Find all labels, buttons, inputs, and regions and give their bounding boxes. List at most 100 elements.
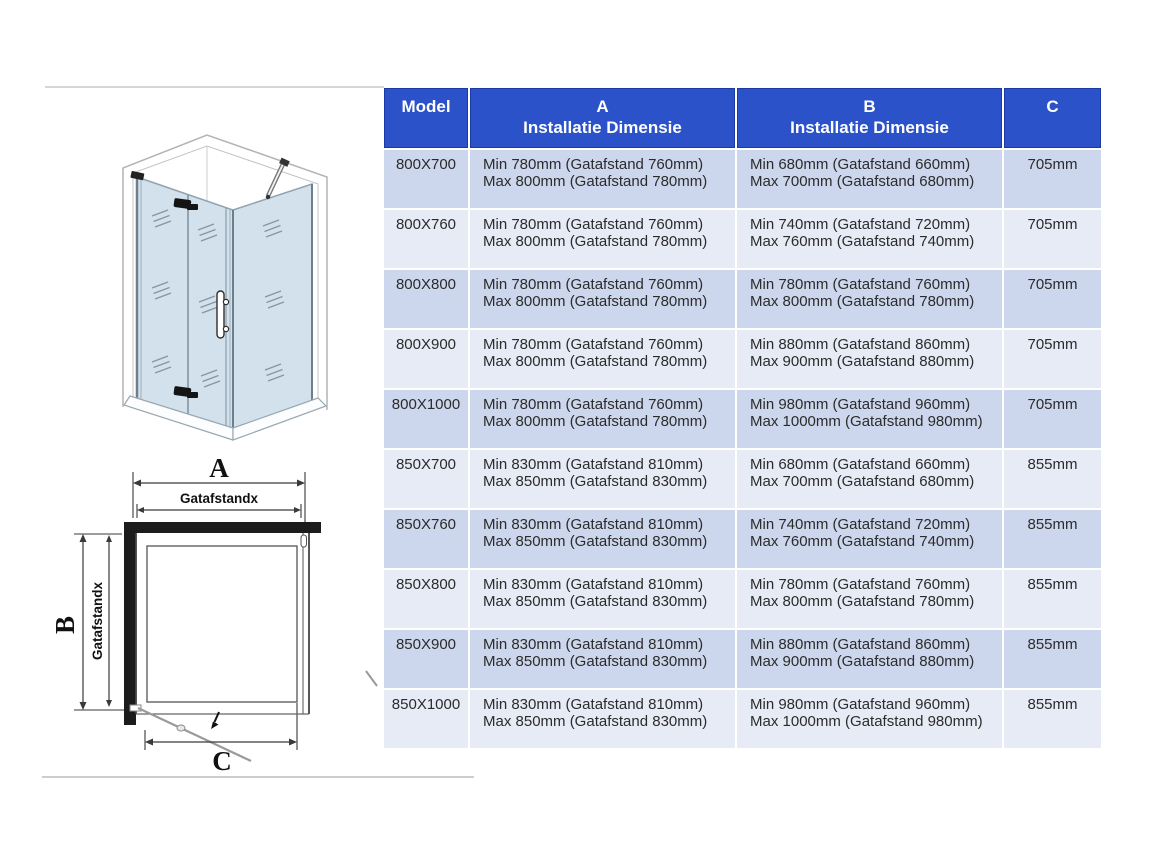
table-row: 800X900 Min 780mm (Gatafstand 760mm) Max… (384, 330, 1101, 390)
door-seal-icon (300, 534, 307, 548)
table-row: 850X900 Min 830mm (Gatafstand 810mm) Max… (384, 630, 1101, 690)
column-header-a: A Installatie Dimensie (470, 88, 737, 150)
a-header-label: A (596, 97, 609, 116)
b-min-text: Min 780mm (Gatafstand 760mm) (750, 276, 971, 293)
model-header-label: Model (401, 97, 451, 116)
door-knob-icon (176, 724, 186, 732)
stray-mark (365, 670, 378, 687)
b-min-text: Min 740mm (Gatafstand 720mm) (750, 516, 971, 533)
b-min-text: Min 680mm (Gatafstand 660mm) (750, 456, 971, 473)
c-header-label: C (1046, 97, 1059, 116)
top-hinge-icon (173, 198, 192, 209)
dimension-c-label: C (212, 746, 232, 776)
door-handle (216, 290, 230, 339)
b-min-text: Min 780mm (Gatafstand 760mm) (750, 576, 971, 593)
b-dimension-cell: Min 780mm (Gatafstand 760mm) Max 800mm (… (737, 570, 1004, 630)
a-min-text: Min 780mm (Gatafstand 760mm) (483, 216, 704, 233)
b-dimension-cell: Min 740mm (Gatafstand 720mm) Max 760mm (… (737, 210, 1004, 270)
shower-tray (123, 395, 328, 441)
c-dimension-cell: 705mm (1004, 270, 1101, 330)
column-header-b: B Installatie Dimensie (737, 88, 1004, 150)
a-header-subtitle: Installatie Dimensie (523, 118, 682, 137)
walls-2d (124, 522, 321, 725)
model-cell: 850X1000 (384, 690, 470, 750)
b-max-text: Max 1000mm (Gatafstand 980mm) (750, 713, 983, 730)
b-max-text: Max 800mm (Gatafstand 780mm) (750, 593, 975, 610)
model-cell: 850X800 (384, 570, 470, 630)
open-door-line (137, 707, 252, 762)
hole-distance-vertical: Gatafstandx (90, 535, 112, 707)
model-cell: 800X900 (384, 330, 470, 390)
a-dimension-cell: Min 830mm (Gatafstand 810mm) Max 850mm (… (470, 570, 737, 630)
b-max-text: Max 760mm (Gatafstand 740mm) (750, 233, 975, 250)
a-max-text: Max 800mm (Gatafstand 780mm) (483, 173, 708, 190)
side-glass-panel (232, 182, 313, 433)
door-swing (129, 704, 252, 762)
a-max-text: Max 800mm (Gatafstand 780mm) (483, 413, 708, 430)
c-dimension-cell: 855mm (1004, 510, 1101, 570)
support-bar (265, 157, 290, 200)
column-header-model: Model (384, 88, 470, 150)
b-dimension-cell: Min 740mm (Gatafstand 720mm) Max 760mm (… (737, 510, 1004, 570)
hole-distance-horizontal-label: Gatafstandx (180, 491, 259, 506)
b-min-text: Min 740mm (Gatafstand 720mm) (750, 216, 971, 233)
a-min-text: Min 780mm (Gatafstand 760mm) (483, 336, 704, 353)
a-dimension-cell: Min 780mm (Gatafstand 760mm) Max 800mm (… (470, 330, 737, 390)
swing-direction-arrow-icon (213, 711, 220, 723)
b-dimension-cell: Min 780mm (Gatafstand 760mm) Max 800mm (… (737, 270, 1004, 330)
table-row: 800X760 Min 780mm (Gatafstand 760mm) Max… (384, 210, 1101, 270)
b-dimension-cell: Min 680mm (Gatafstand 660mm) Max 700mm (… (737, 450, 1004, 510)
b-max-text: Max 700mm (Gatafstand 680mm) (750, 473, 975, 490)
installation-dimensions-table: Model A Installatie Dimensie B Installat… (384, 88, 1101, 750)
a-dimension-cell: Min 830mm (Gatafstand 810mm) Max 850mm (… (470, 450, 737, 510)
b-header-label: B (863, 97, 876, 116)
b-dimension-cell: Min 880mm (Gatafstand 860mm) Max 900mm (… (737, 330, 1004, 390)
a-max-text: Max 800mm (Gatafstand 780mm) (483, 353, 708, 370)
c-dimension-cell: 705mm (1004, 330, 1101, 390)
door-hinges (130, 171, 198, 398)
a-dimension-cell: Min 780mm (Gatafstand 760mm) Max 800mm (… (470, 270, 737, 330)
pivot-block-icon (129, 704, 142, 712)
bottom-hinge-icon (173, 386, 192, 397)
a-min-text: Min 780mm (Gatafstand 760mm) (483, 276, 704, 293)
b-max-text: Max 900mm (Gatafstand 880mm) (750, 653, 975, 670)
b-min-text: Min 980mm (Gatafstand 960mm) (750, 696, 971, 713)
a-max-text: Max 850mm (Gatafstand 830mm) (483, 593, 708, 610)
b-max-text: Max 800mm (Gatafstand 780mm) (750, 293, 975, 310)
b-max-text: Max 760mm (Gatafstand 740mm) (750, 533, 975, 550)
c-dimension-cell: 705mm (1004, 390, 1101, 450)
a-dimension-cell: Min 830mm (Gatafstand 810mm) Max 850mm (… (470, 690, 737, 750)
b-dimension-cell: Min 680mm (Gatafstand 660mm) Max 700mm (… (737, 150, 1004, 210)
column-header-c: C (1004, 88, 1101, 150)
glass-panels (136, 175, 313, 433)
model-cell: 850X900 (384, 630, 470, 690)
b-dimension-cell: Min 880mm (Gatafstand 860mm) Max 900mm (… (737, 630, 1004, 690)
table-row: 800X800 Min 780mm (Gatafstand 760mm) Max… (384, 270, 1101, 330)
a-max-text: Max 850mm (Gatafstand 830mm) (483, 653, 708, 670)
a-dimension-cell: Min 830mm (Gatafstand 810mm) Max 850mm (… (470, 630, 737, 690)
model-cell: 800X800 (384, 270, 470, 330)
dimension-a: A (133, 453, 305, 487)
dimension-a-label: A (209, 453, 229, 483)
image-top-border (45, 86, 384, 88)
wall-clamp-icon (130, 171, 145, 181)
a-min-text: Min 830mm (Gatafstand 810mm) (483, 636, 704, 653)
a-max-text: Max 850mm (Gatafstand 830mm) (483, 713, 708, 730)
model-cell: 800X1000 (384, 390, 470, 450)
dimension-c: C (145, 738, 297, 776)
table-body: 800X700 Min 780mm (Gatafstand 760mm) Max… (384, 150, 1101, 750)
a-min-text: Min 830mm (Gatafstand 810mm) (483, 516, 704, 533)
shower-tray-outline (146, 545, 298, 703)
b-max-text: Max 1000mm (Gatafstand 980mm) (750, 413, 983, 430)
table-row: 850X1000 Min 830mm (Gatafstand 810mm) Ma… (384, 690, 1101, 750)
top-wall (124, 522, 321, 533)
hole-distance-horizontal: Gatafstandx (137, 491, 301, 513)
b-max-text: Max 700mm (Gatafstand 680mm) (750, 173, 975, 190)
shower-enclosure-3d-drawing (122, 134, 328, 441)
dimension-b: B (50, 534, 87, 710)
a-min-text: Min 780mm (Gatafstand 760mm) (483, 156, 704, 173)
a-max-text: Max 800mm (Gatafstand 780mm) (483, 233, 708, 250)
c-dimension-cell: 705mm (1004, 150, 1101, 210)
a-min-text: Min 830mm (Gatafstand 810mm) (483, 456, 704, 473)
